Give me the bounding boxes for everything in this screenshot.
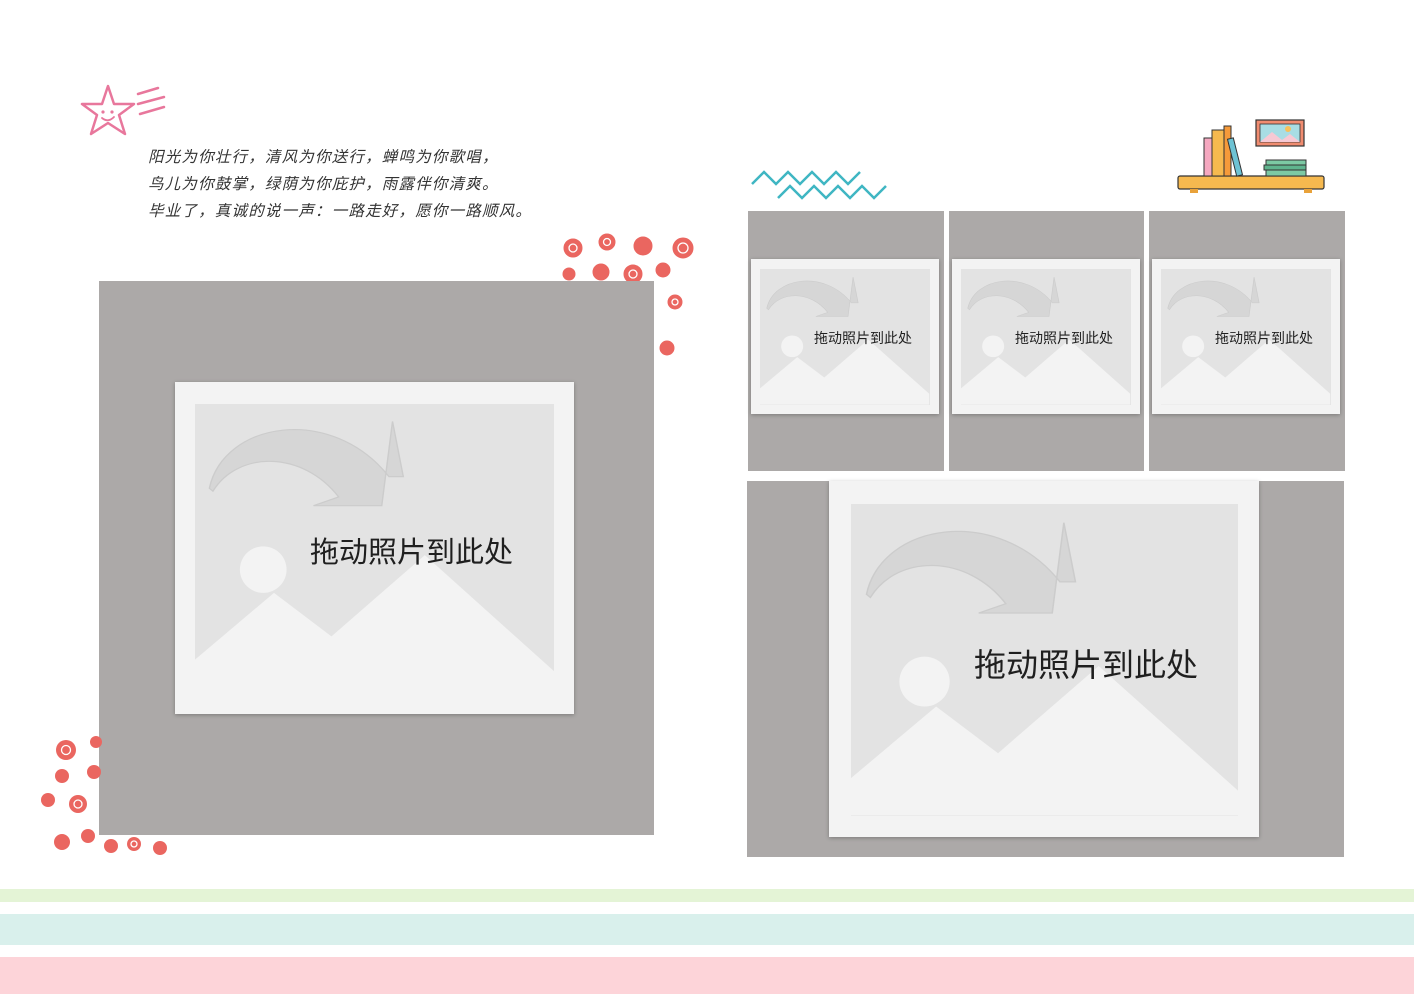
photo-drop-zone-small-2[interactable]: 拖动照片到此处 bbox=[952, 259, 1140, 414]
photo-placeholder-image bbox=[850, 504, 1238, 816]
image-placeholder-icon bbox=[961, 277, 1131, 405]
scribble-dots-decoration bbox=[555, 228, 705, 363]
stripe-green bbox=[0, 889, 1414, 902]
photo-placeholder-image bbox=[1161, 269, 1331, 405]
drop-hint-label: 拖动照片到此处 bbox=[814, 331, 912, 347]
image-placeholder-icon bbox=[850, 522, 1238, 816]
zigzag-decoration bbox=[750, 166, 890, 204]
photo-placeholder-image bbox=[961, 269, 1131, 405]
drop-hint-label: 拖动照片到此处 bbox=[1215, 331, 1313, 347]
drop-hint-label: 拖动照片到此处 bbox=[1015, 331, 1113, 347]
photo-drop-zone-small-1[interactable]: 拖动照片到此处 bbox=[751, 259, 939, 414]
image-placeholder-icon bbox=[194, 420, 555, 695]
image-placeholder-icon bbox=[760, 277, 930, 405]
drop-hint-label: 拖动照片到此处 bbox=[974, 646, 1199, 684]
photo-placeholder-image bbox=[194, 403, 555, 695]
stripe-teal bbox=[0, 914, 1414, 945]
photo-drop-zone-main-left[interactable]: 拖动照片到此处 bbox=[175, 382, 574, 714]
poem-line-2: 鸟儿为你鼓掌，绿荫为你庇护，雨露伴你清爽。 bbox=[148, 175, 499, 193]
photo-drop-zone-main-right[interactable]: 拖动照片到此处 bbox=[829, 481, 1259, 837]
photo-placeholder-image bbox=[760, 269, 930, 405]
photo-drop-zone-small-3[interactable]: 拖动照片到此处 bbox=[1152, 259, 1340, 414]
doodle-star-icon bbox=[78, 80, 170, 146]
poem-line-3: 毕业了，真诚的说一声：一路走好，愿你一路顺风。 bbox=[148, 202, 533, 220]
stripe-pink bbox=[0, 957, 1414, 994]
poem-line-1: 阳光为你壮行，清风为你送行，蝉鸣为你歌唱， bbox=[148, 148, 499, 166]
scribble-dots-decoration-lower bbox=[36, 730, 176, 860]
bookshelf-icon bbox=[1176, 116, 1328, 194]
drop-hint-label: 拖动照片到此处 bbox=[310, 535, 514, 569]
image-placeholder-icon bbox=[1161, 277, 1331, 405]
poem-text: 阳光为你壮行，清风为你送行，蝉鸣为你歌唱， 鸟儿为你鼓掌，绿荫为你庇护，雨露伴你… bbox=[148, 144, 618, 225]
